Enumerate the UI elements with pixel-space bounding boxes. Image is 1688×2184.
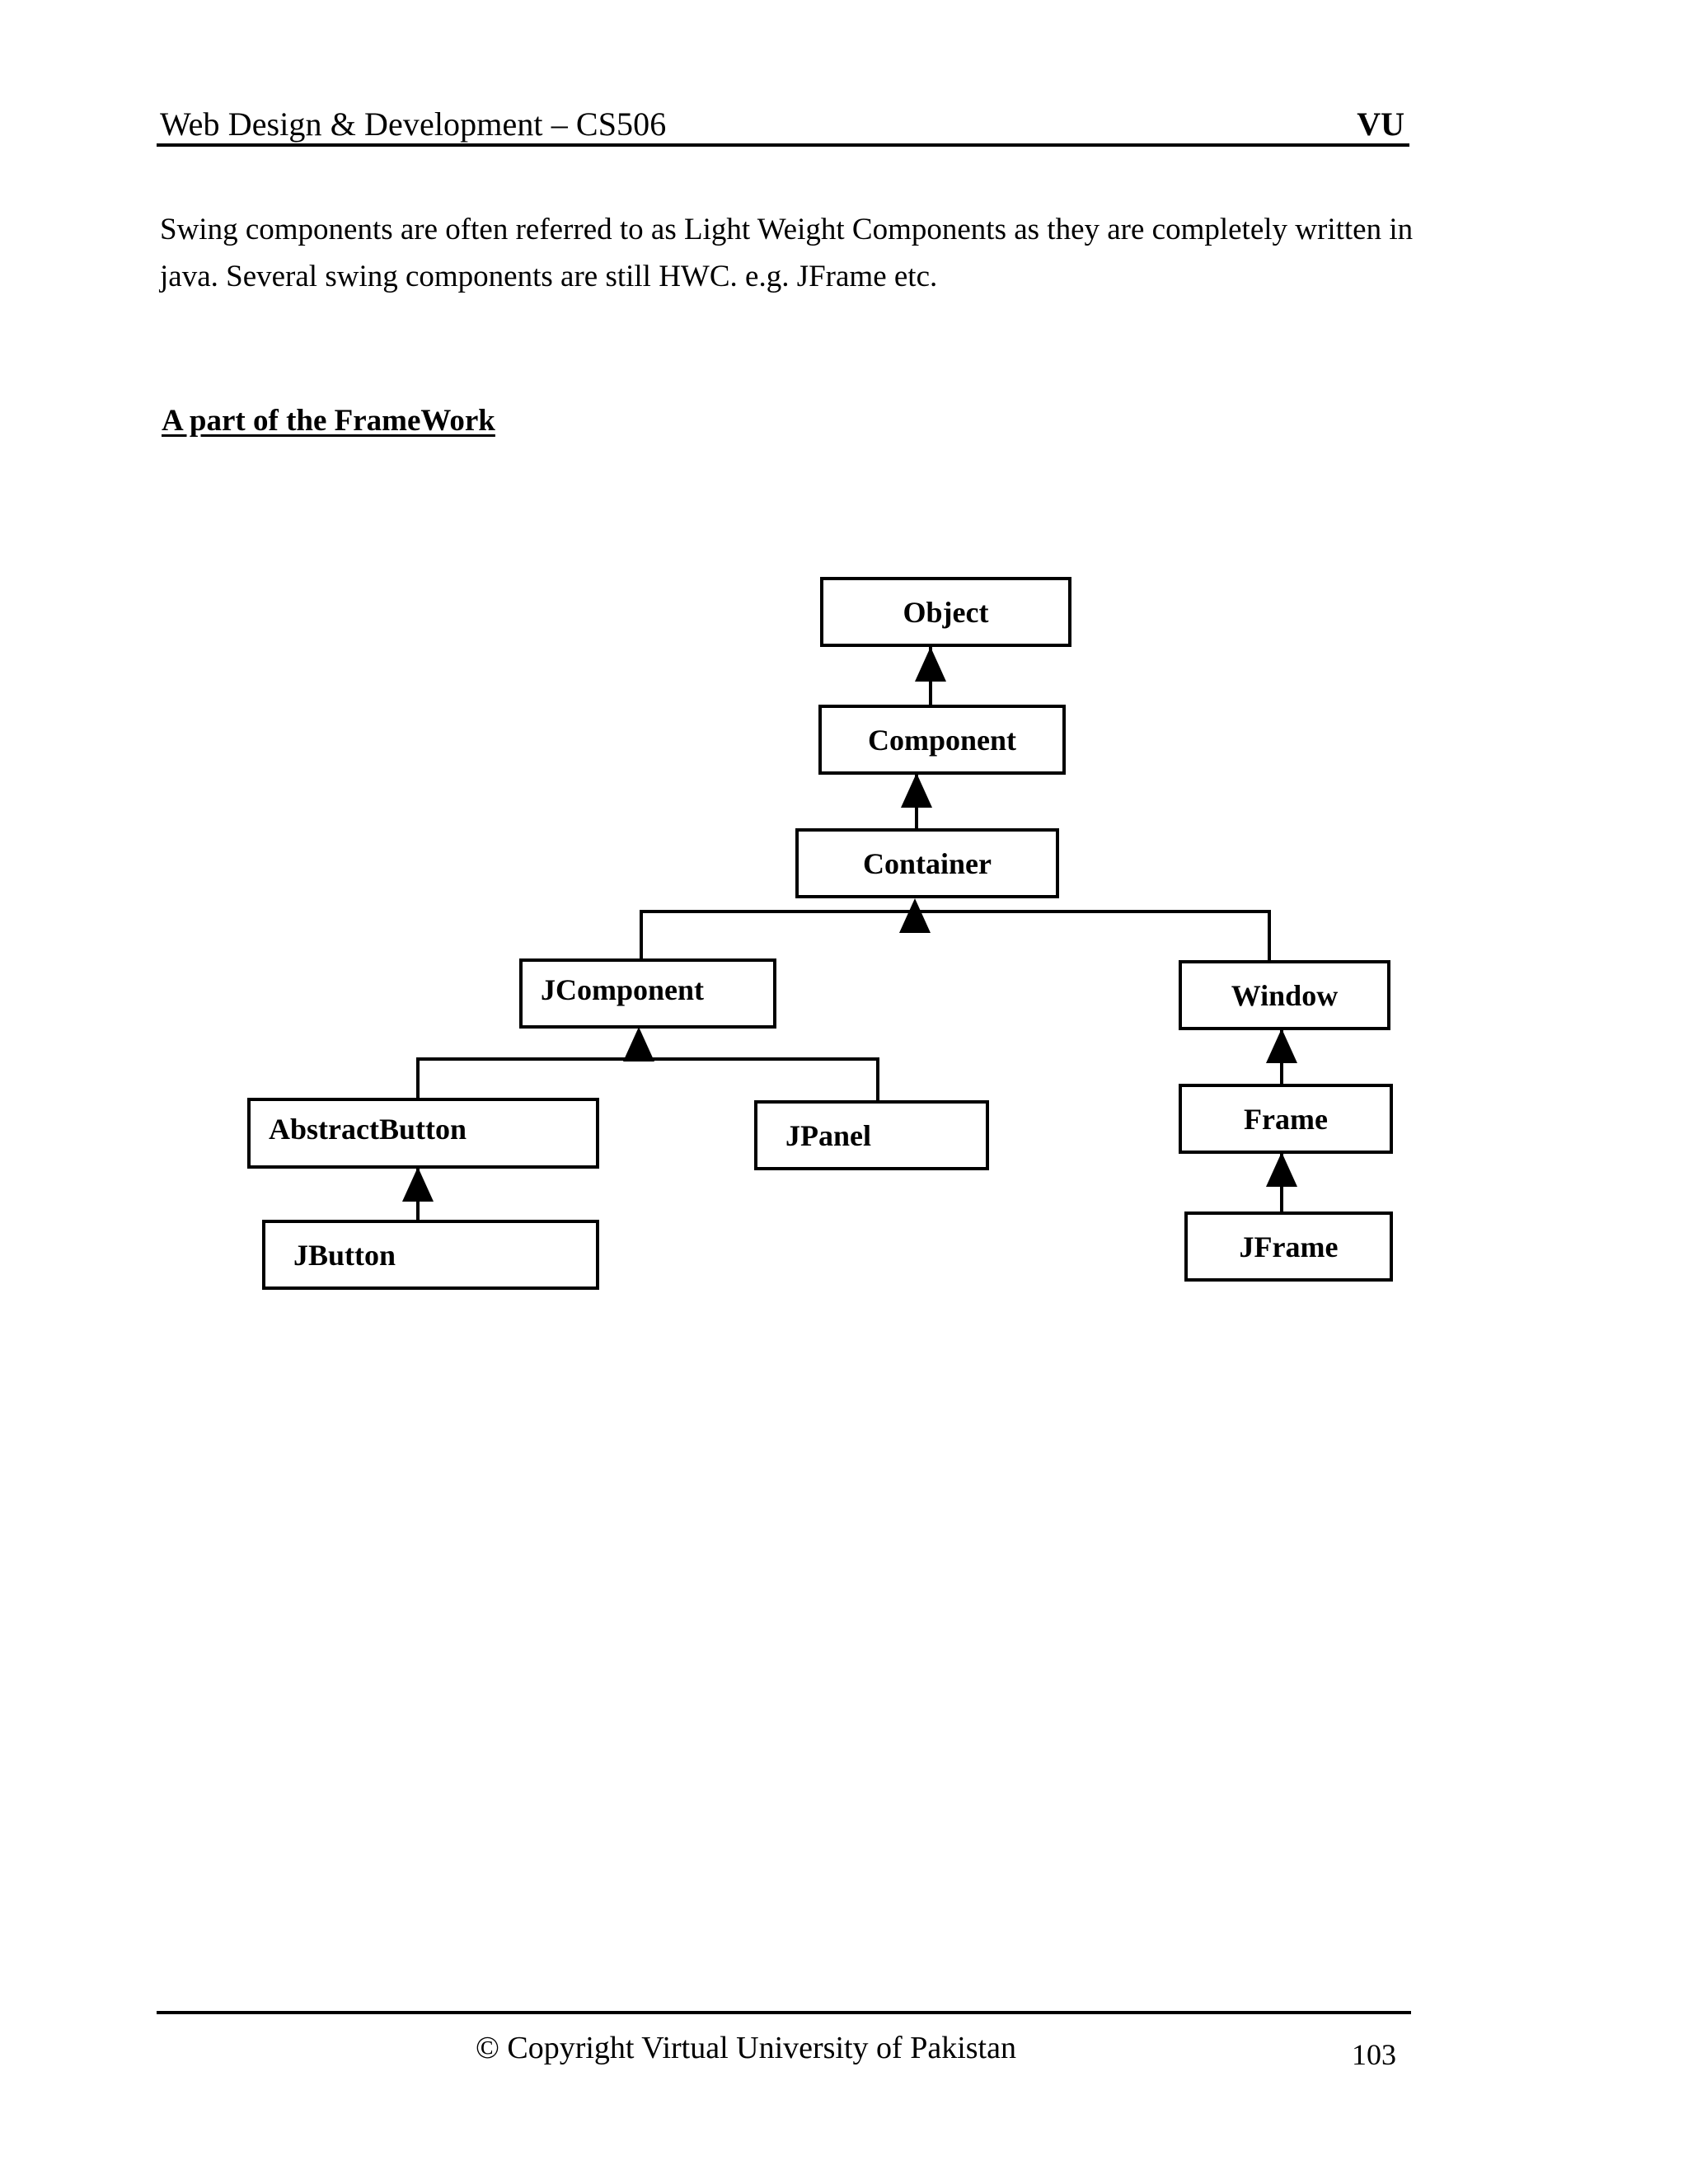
diagram-node-jbutton[interactable]: JButton <box>262 1220 599 1290</box>
arrowhead-children-to-container <box>899 898 931 933</box>
intro-paragraph: Swing components are often referred to a… <box>160 206 1470 300</box>
node-label-container: Container <box>863 846 992 880</box>
edge-bus-to-abstractbutton <box>416 1057 420 1099</box>
node-label-frame: Frame <box>1244 1102 1328 1136</box>
node-label-jcomponent: JComponent <box>541 973 705 1006</box>
arrowhead-component-to-object <box>915 647 946 682</box>
paragraph-line-1: Swing components are often referred to a… <box>160 213 1414 246</box>
diagram-node-jpanel[interactable]: JPanel <box>754 1100 989 1170</box>
arrowhead-jbutton-to-abstractbutton <box>402 1167 434 1202</box>
diagram-node-frame[interactable]: Frame <box>1179 1084 1393 1154</box>
node-label-abstractbutton: AbstractButton <box>269 1113 467 1146</box>
edge-bus-container-children <box>640 910 1271 913</box>
node-label-jframe: JFrame <box>1239 1230 1339 1263</box>
footer-divider <box>157 2011 1411 2014</box>
diagram-node-jframe[interactable]: JFrame <box>1184 1212 1393 1282</box>
arrowhead-container-to-component <box>901 773 932 808</box>
arrowhead-frame-to-window <box>1266 1029 1297 1063</box>
diagram-node-window[interactable]: Window <box>1179 960 1390 1030</box>
diagram-node-component[interactable]: Component <box>818 705 1066 775</box>
diagram-node-object[interactable]: Object <box>820 577 1071 647</box>
edge-bus-jcomponent-children <box>416 1057 879 1061</box>
edge-bus-to-jpanel <box>876 1057 879 1101</box>
edge-bus-to-window <box>1268 910 1271 961</box>
footer-copyright: © Copyright Virtual University of Pakist… <box>475 2031 1016 2065</box>
header-institution: VU <box>1357 105 1404 143</box>
node-label-jpanel: JPanel <box>785 1118 871 1152</box>
diagram-node-jcomponent[interactable]: JComponent <box>519 958 776 1029</box>
arrowhead-jframe-to-frame <box>1266 1152 1297 1187</box>
section-heading: A part of the FrameWork <box>162 404 495 438</box>
paragraph-line-2: java. Several swing components are still… <box>160 260 938 293</box>
node-label-component: Component <box>867 723 1017 757</box>
node-label-object: Object <box>903 595 989 629</box>
diagram-node-abstractbutton[interactable]: AbstractButton <box>247 1098 599 1169</box>
edge-bus-to-jcomponent <box>640 910 643 961</box>
diagram-node-container[interactable]: Container <box>795 828 1059 898</box>
arrowhead-children-to-jcomponent <box>623 1027 654 1062</box>
node-label-window: Window <box>1231 978 1339 1012</box>
footer-page-number: 103 <box>1352 2038 1396 2071</box>
page-header: Web Design & Development – CS506 VU <box>157 89 1409 147</box>
node-label-jbutton: JButton <box>293 1238 396 1272</box>
header-course-title: Web Design & Development – CS506 <box>160 105 667 143</box>
